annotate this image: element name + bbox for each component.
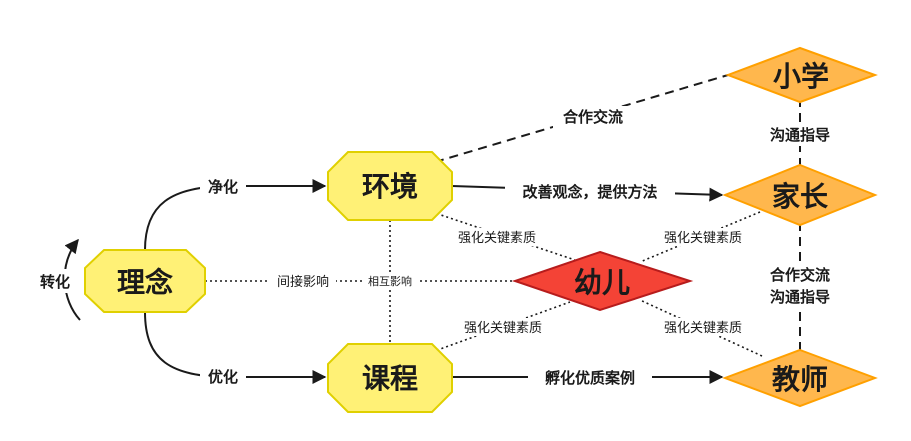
label-strengthen-parent-child: 强化关键素质 xyxy=(664,231,742,246)
node-concept-label: 理念 xyxy=(117,266,173,299)
node-parents: 家长 xyxy=(722,163,878,227)
node-curriculum-label: 课程 xyxy=(362,362,418,395)
node-teacher-label: 教师 xyxy=(772,363,828,396)
node-primary-school-label: 小学 xyxy=(773,60,829,93)
label-mutual-influence: 相互影响 xyxy=(368,275,412,288)
node-concept: 理念 xyxy=(84,249,206,313)
node-environment-label: 环境 xyxy=(362,170,418,203)
label-communicate-guide-top: 沟通指导 xyxy=(770,126,830,144)
label-strengthen-course-child: 强化关键素质 xyxy=(464,321,542,336)
edge-teacher-child xyxy=(639,299,763,357)
node-primary-school: 小学 xyxy=(725,46,878,104)
node-parents-label: 家长 xyxy=(772,180,828,213)
label-strengthen-env-child: 强化关键素质 xyxy=(458,231,536,246)
node-environment: 环境 xyxy=(327,151,453,221)
node-curriculum: 课程 xyxy=(327,343,453,413)
label-indirect-influence: 间接影响 xyxy=(277,274,329,290)
node-child-label: 幼儿 xyxy=(574,266,630,299)
node-child: 幼儿 xyxy=(511,250,694,312)
node-teacher: 教师 xyxy=(722,348,878,408)
label-incubate-cases: 孵化优质案例 xyxy=(545,369,635,387)
label-purify: 净化 xyxy=(208,178,238,196)
label-optimize: 优化 xyxy=(208,368,238,386)
label-communicate-guide-right: 沟通指导 xyxy=(770,288,830,306)
label-change-concept: 改善观念，提供方法 xyxy=(522,183,657,201)
label-transform: 转化 xyxy=(40,273,70,291)
label-cooperate-exchange-right: 合作交流 xyxy=(769,266,830,284)
label-exchange-cooperation: 合作交流 xyxy=(562,108,623,126)
label-strengthen-teacher-child: 强化关键素质 xyxy=(664,321,742,336)
